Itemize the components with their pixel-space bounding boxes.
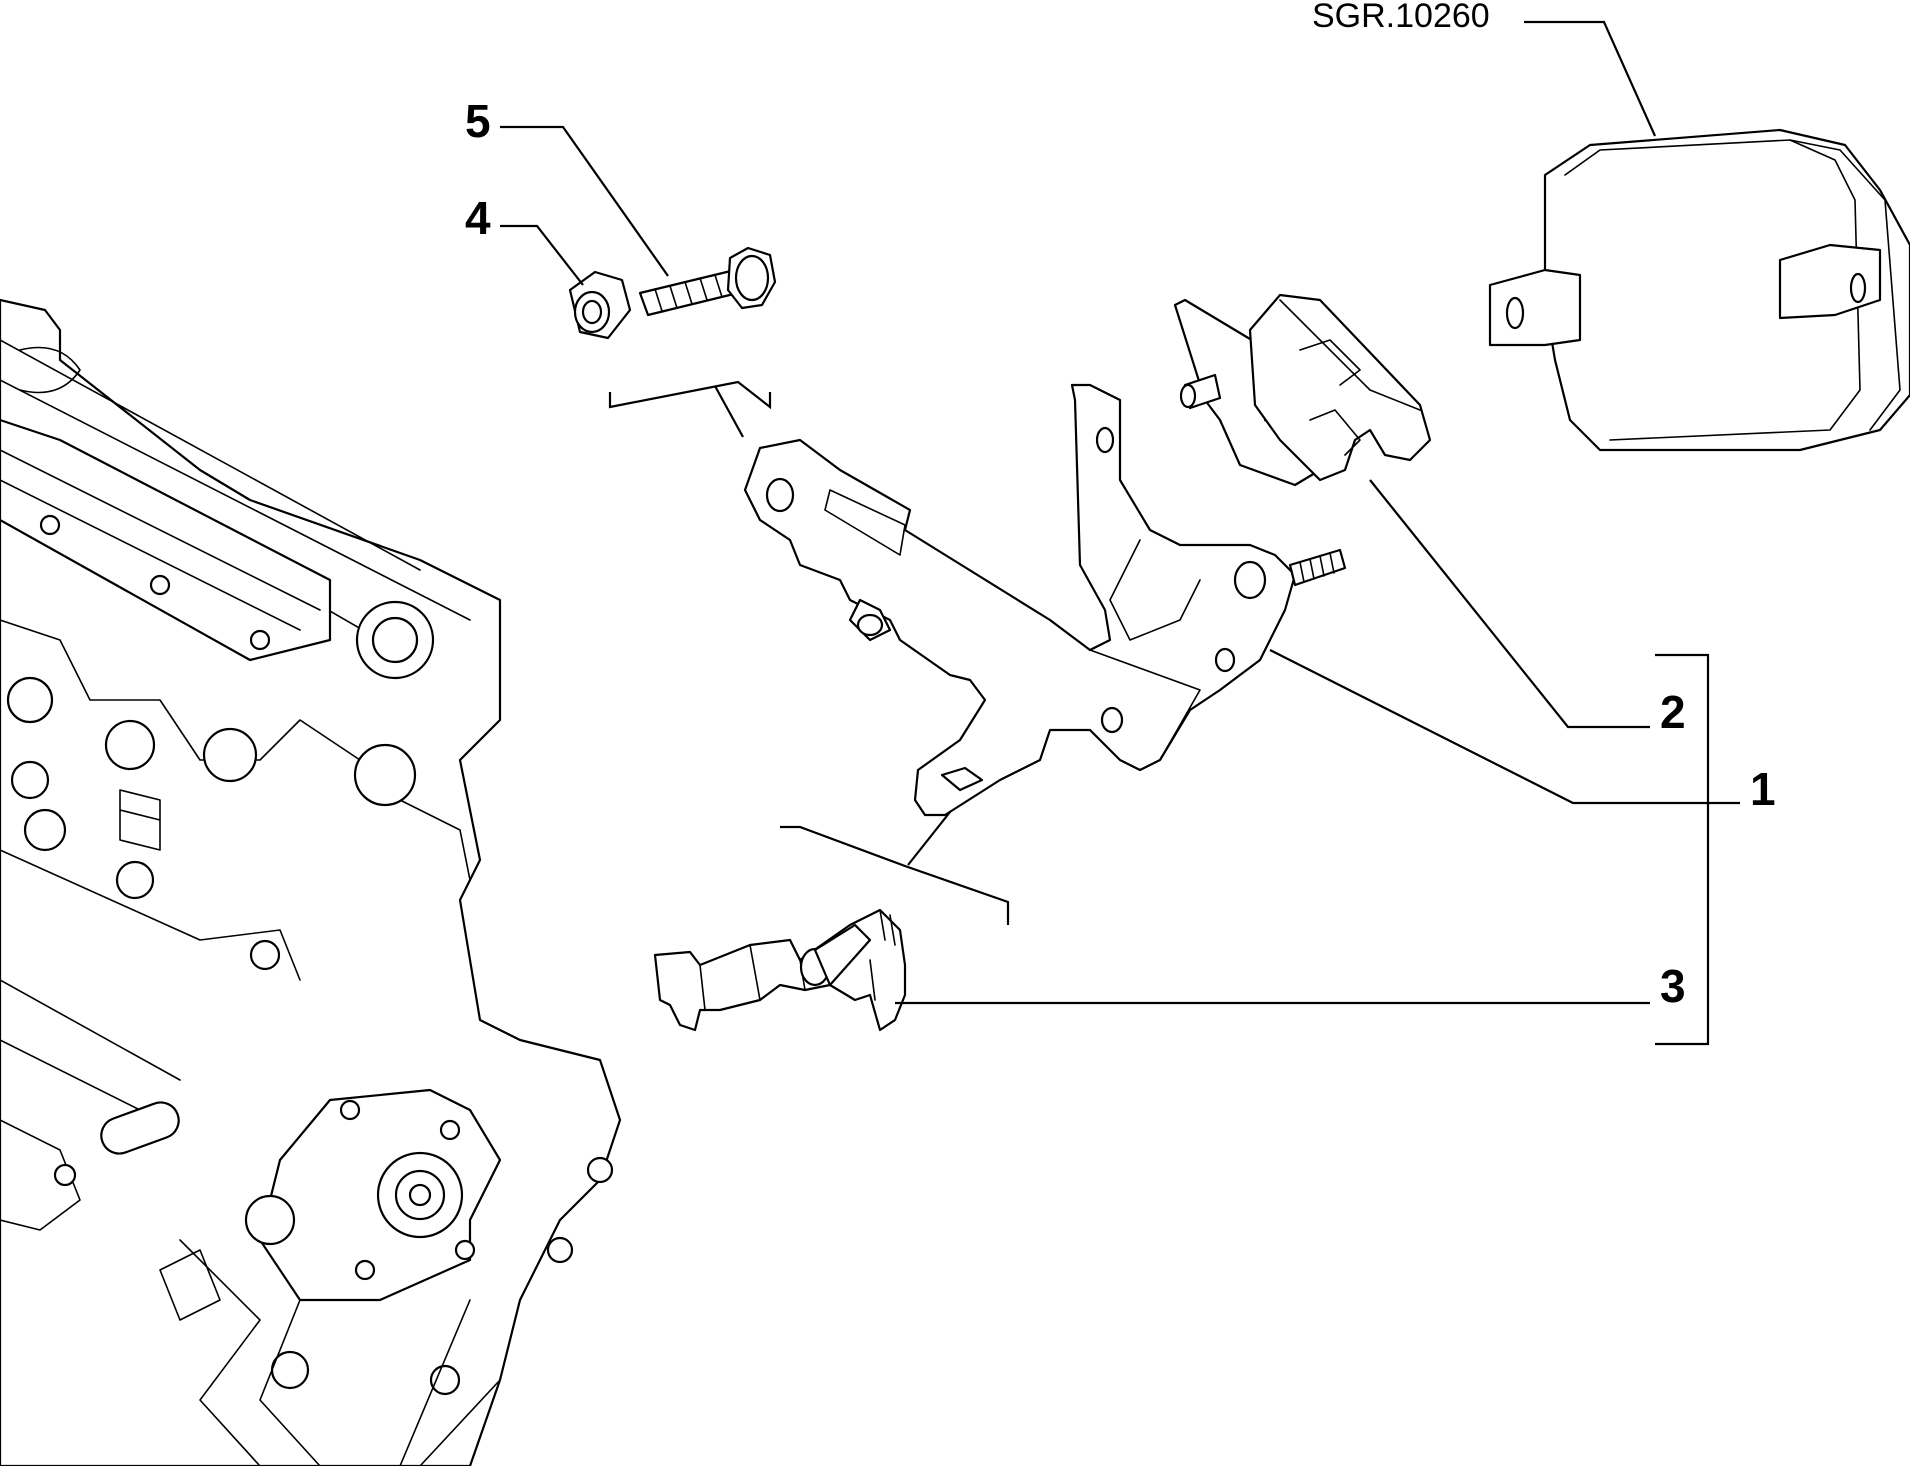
bracket-bolt-nut (608, 380, 772, 410)
callout-1: 1 (1750, 763, 1776, 815)
bracket-part-1 (743, 383, 1347, 817)
leader-clip (907, 811, 951, 866)
bracket-clip (780, 825, 1010, 925)
callout-3: 3 (1660, 960, 1686, 1012)
leader-line-1 (1269, 649, 1740, 805)
nut-part-4 (568, 270, 632, 340)
callout-4: 4 (465, 192, 491, 244)
clip-part-3 (653, 908, 907, 1032)
reference-code: SGR.10260 (1312, 0, 1490, 35)
callout-5: 5 (465, 95, 491, 147)
callout-2: 2 (1660, 686, 1686, 738)
leader-line-2 (1369, 479, 1650, 729)
leader-line-reference (1524, 20, 1657, 137)
leader-line-4 (500, 224, 584, 286)
mount-part-2 (1173, 293, 1432, 487)
bolt-part-5 (638, 246, 777, 317)
group-bracket-1-3 (1655, 653, 1710, 1046)
engine-block (0, 298, 622, 1466)
reference-housing (1488, 128, 1910, 452)
leader-line-5 (500, 125, 669, 277)
leader-bolt-nut (714, 385, 744, 438)
